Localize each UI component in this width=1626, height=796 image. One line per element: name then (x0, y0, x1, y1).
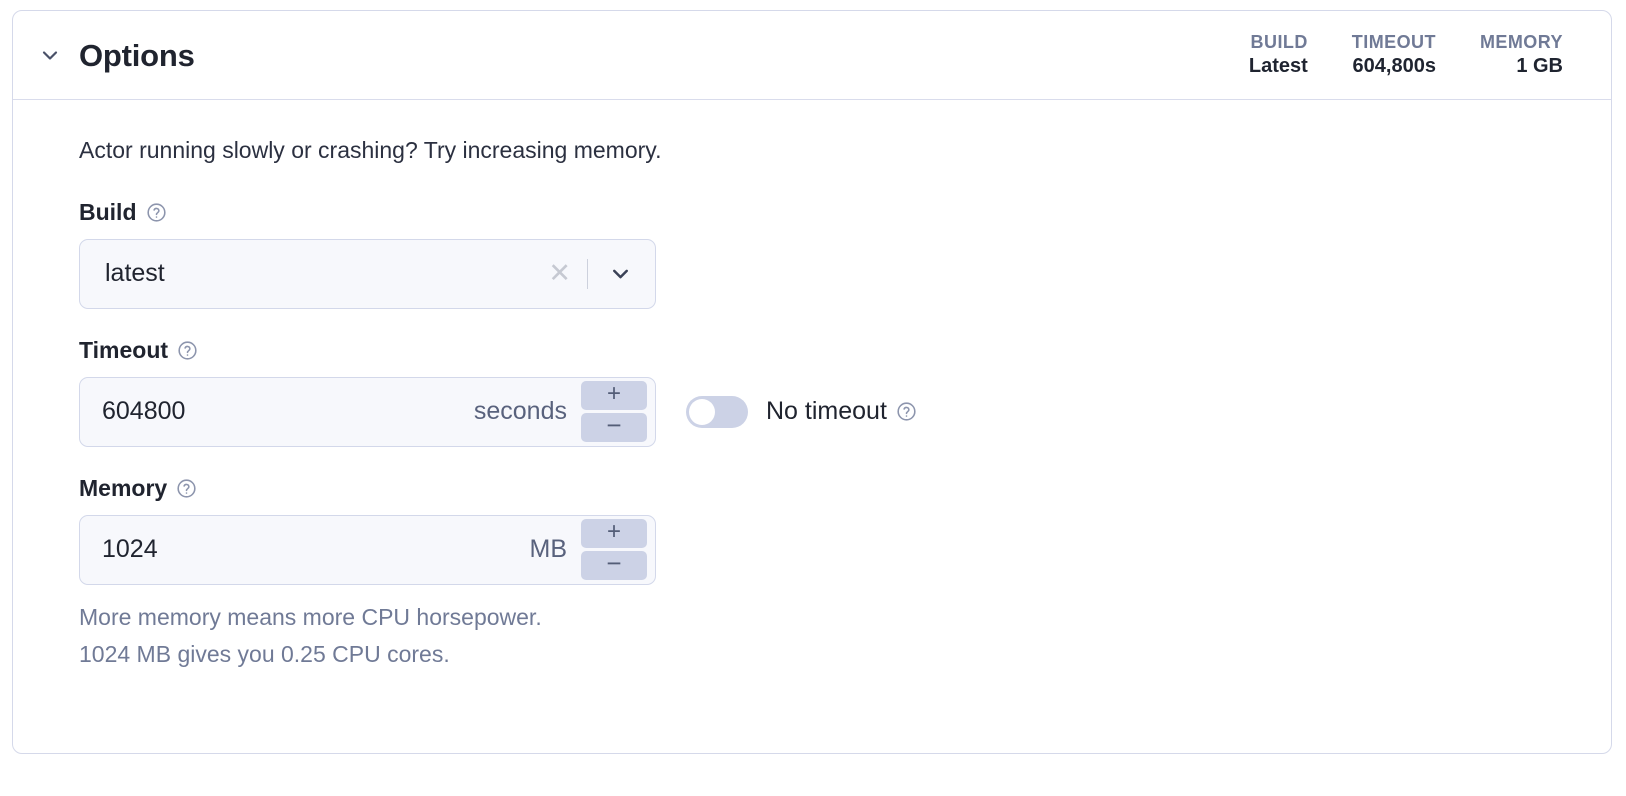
help-circle-icon[interactable] (146, 202, 167, 223)
header-stats: BUILD Latest TIMEOUT 604,800s MEMORY 1 G… (1249, 31, 1585, 80)
plus-icon: + (606, 380, 621, 408)
memory-unit: MB (529, 535, 568, 564)
help-circle-icon[interactable] (176, 478, 197, 499)
help-circle-icon[interactable] (177, 340, 198, 361)
timeout-field-block: Timeout seconds + (79, 337, 1611, 447)
build-select[interactable]: latest ✕ (79, 238, 656, 309)
memory-increment-button[interactable]: + (581, 518, 647, 549)
intro-text: Actor running slowly or crashing? Try in… (79, 137, 662, 163)
stat-memory-label: MEMORY (1479, 31, 1563, 52)
page-title: Options (79, 37, 195, 73)
memory-decrement-button[interactable]: − (581, 547, 647, 581)
build-label-row: Build (79, 199, 1611, 226)
plus-icon: + (606, 518, 621, 546)
memory-label: Memory (79, 474, 168, 501)
memory-helper-line-2: 1024 MB gives you 0.25 CPU cores. (79, 641, 450, 667)
timeout-row: seconds + − No timeou (79, 376, 1611, 447)
timeout-stepper: + − (581, 380, 650, 443)
timeout-label: Timeout (79, 336, 169, 363)
close-icon[interactable]: ✕ (548, 258, 571, 289)
no-timeout-label: No timeout (766, 397, 887, 426)
timeout-increment-button[interactable]: + (581, 380, 647, 411)
stat-build: BUILD Latest (1249, 31, 1308, 80)
timeout-unit: seconds (473, 397, 567, 426)
stat-build-label: BUILD (1250, 31, 1308, 52)
build-select-value: latest (105, 259, 165, 288)
timeout-input[interactable] (80, 396, 474, 428)
header-left-group: Options (37, 40, 195, 71)
chevron-down-icon[interactable] (588, 261, 655, 286)
no-timeout-label-row: No timeout (766, 397, 917, 426)
stat-memory-value: 1 GB (1516, 54, 1563, 77)
options-panel-header: Options BUILD Latest TIMEOUT 604,800s ME… (13, 11, 1611, 100)
timeout-input-group: seconds + − (79, 376, 656, 447)
memory-helper-line-1: More memory means more CPU horsepower. (79, 603, 542, 630)
stat-timeout: TIMEOUT 604,800s (1352, 31, 1436, 80)
chevron-down-icon[interactable] (37, 42, 63, 68)
memory-input[interactable] (80, 534, 530, 566)
memory-input-group: MB + − (79, 514, 656, 585)
stat-memory: MEMORY 1 GB (1480, 31, 1563, 80)
build-field-block: Build latest ✕ (79, 199, 1611, 309)
memory-field-block: Memory MB + (79, 475, 1611, 674)
stat-timeout-value: 604,800s (1352, 54, 1436, 77)
build-label: Build (79, 198, 137, 225)
memory-label-row: Memory (79, 475, 1611, 502)
memory-row: MB + − (79, 514, 1611, 585)
stat-timeout-label: TIMEOUT (1351, 31, 1436, 52)
timeout-decrement-button[interactable]: − (581, 409, 647, 443)
minus-icon: − (606, 547, 622, 578)
toggle-knob (689, 398, 715, 425)
options-panel-body: Actor running slowly or crashing? Try in… (13, 100, 1611, 673)
options-panel: Options BUILD Latest TIMEOUT 604,800s ME… (12, 10, 1612, 754)
help-circle-icon[interactable] (896, 401, 917, 422)
memory-helper-text: More memory means more CPU horsepower. 1… (79, 599, 1611, 674)
no-timeout-toggle-group: No timeout (686, 395, 917, 428)
timeout-label-row: Timeout (79, 337, 1611, 364)
no-timeout-toggle[interactable] (686, 395, 748, 428)
minus-icon: − (606, 409, 622, 440)
stat-build-value: Latest (1248, 54, 1308, 77)
memory-stepper: + − (581, 518, 650, 581)
select-divider (587, 258, 588, 289)
